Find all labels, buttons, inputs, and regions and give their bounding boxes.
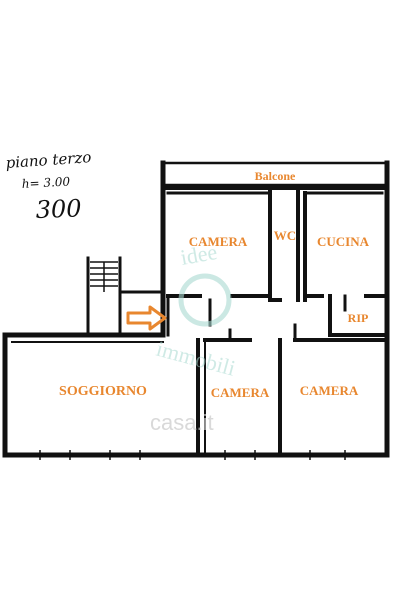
label-balcone: Balcone — [255, 169, 296, 183]
label-rip: RIP — [348, 311, 369, 325]
label-cucina: CUCINA — [317, 234, 370, 249]
watermark-brand-line2: immobili — [154, 336, 238, 381]
brand-logo-icon: idee immobili — [154, 239, 238, 381]
label-camera-top: CAMERA — [189, 234, 248, 249]
watermark-site: casa.it — [150, 410, 214, 435]
staircase-icon — [90, 261, 118, 292]
code-note: 300 — [35, 194, 82, 224]
handwritten-notes: piano terzo h= 3.00 300 — [5, 148, 92, 224]
label-camera-mid: CAMERA — [211, 385, 270, 400]
walls — [2, 160, 390, 458]
label-camera-right: CAMERA — [300, 383, 359, 398]
floor-note: piano terzo — [5, 148, 92, 172]
entrance-arrow-icon — [126, 305, 167, 331]
height-note: h= 3.00 — [21, 174, 70, 191]
label-wc: WC — [274, 228, 296, 243]
windows — [39, 450, 346, 460]
label-soggiorno: SOGGIORNO — [59, 384, 147, 399]
